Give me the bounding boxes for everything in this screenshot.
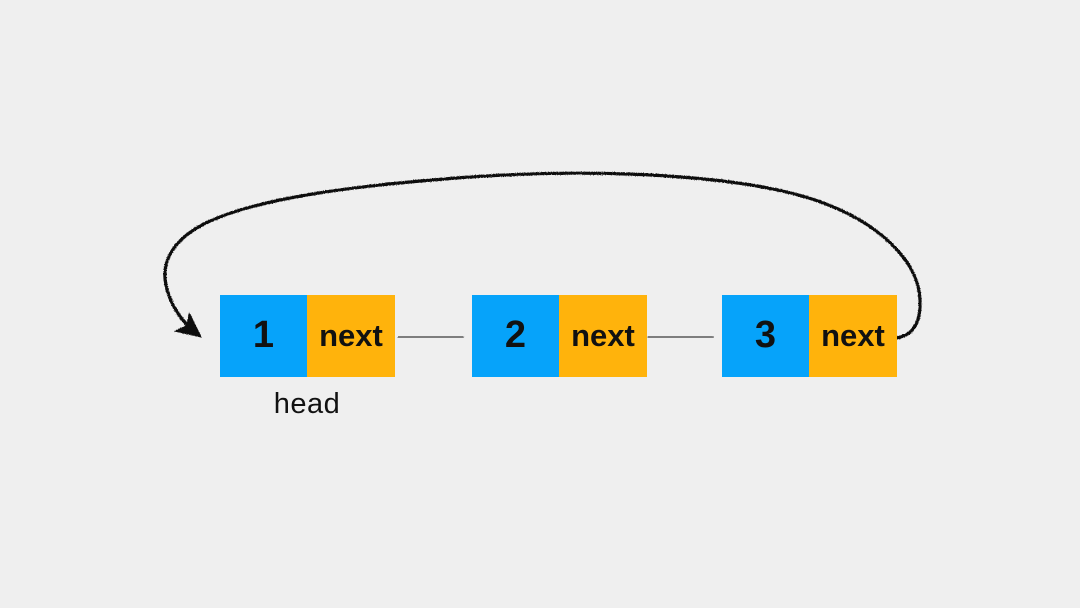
node-3-next-label: next bbox=[821, 317, 885, 353]
node-3-next-cell: next bbox=[809, 295, 897, 377]
node-3-value-cell: 3 bbox=[722, 295, 809, 377]
node-2-next-label: next bbox=[571, 317, 635, 353]
node-1-next-cell: next bbox=[307, 295, 395, 377]
node-3-value: 3 bbox=[754, 314, 777, 356]
node-1-value: 1 bbox=[252, 314, 275, 356]
node-2-next-cell: next bbox=[559, 295, 647, 377]
node-1-next-label: next bbox=[319, 317, 383, 353]
node-1-value-cell: 1 bbox=[220, 295, 307, 377]
node-2-value: 2 bbox=[504, 314, 527, 356]
head-label: head bbox=[273, 388, 341, 420]
list-node-3[interactable]: 3 next bbox=[722, 295, 897, 377]
node-2-value-cell: 2 bbox=[472, 295, 559, 377]
list-node-1[interactable]: 1 next bbox=[220, 295, 395, 377]
list-node-2[interactable]: 2 next bbox=[472, 295, 647, 377]
